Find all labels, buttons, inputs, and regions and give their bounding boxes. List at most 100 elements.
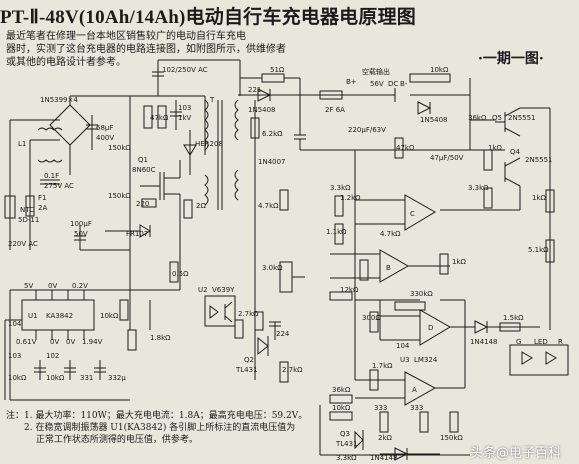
label-r10k-b: 10kΩ bbox=[8, 374, 27, 382]
label-275v: 275V AC bbox=[44, 182, 74, 190]
label-u2: U2 bbox=[198, 286, 208, 294]
label-her208: HER208 bbox=[195, 140, 223, 148]
label-1n5408a: 1N5408 bbox=[248, 106, 276, 114]
label-r12k-b: 12kΩ bbox=[340, 286, 359, 294]
label-q5: Q5 bbox=[492, 114, 502, 122]
label-r10k-top: 10kΩ bbox=[430, 66, 449, 74]
label-r11k: 1.1kΩ bbox=[326, 228, 347, 236]
label-1n5408b: 1N5408 bbox=[420, 116, 448, 124]
label-cap-102: 102/250V AC bbox=[162, 66, 208, 74]
label-r27k: 2.7kΩ bbox=[238, 310, 259, 318]
label-led-g: G bbox=[516, 338, 521, 346]
label-r33k-c: 3.3kΩ bbox=[336, 454, 357, 462]
label-c103: 103 bbox=[178, 104, 191, 112]
label-r1k-d: 1kΩ bbox=[452, 258, 467, 266]
label-r62k: 6.2kΩ bbox=[262, 130, 283, 138]
label-tl431-b: TL431 bbox=[335, 440, 358, 448]
intro-line: 或其他的电路设计者参考。 bbox=[6, 57, 126, 68]
label-dc: DC bbox=[388, 80, 398, 88]
label-r05: 0.5Ω bbox=[172, 270, 189, 278]
label-r1k-b: 1kΩ bbox=[488, 144, 503, 152]
label-2a: 2A bbox=[38, 204, 47, 212]
label-r47k-b: 47kΩ bbox=[396, 144, 415, 152]
label-5v: 5V bbox=[24, 282, 33, 290]
issue-tag: ·一期一图· bbox=[478, 51, 544, 67]
label-1n4148: 1N4148 bbox=[470, 338, 498, 346]
label-r2: 2Ω bbox=[196, 202, 206, 210]
label-no-load-output: 空载输出 bbox=[362, 67, 390, 76]
label-c332: 332μ bbox=[108, 374, 126, 382]
note-line: 2. 在稳宽调制振荡器 U1(KA3842) 各引脚上所标注的直流电压值为 bbox=[6, 423, 296, 433]
label-q3: Q3 bbox=[340, 430, 350, 438]
label-fr107: FR107 bbox=[126, 230, 148, 238]
title-main: 电动自行车充电器电原理图 bbox=[185, 6, 416, 28]
label-v639y: V639Y bbox=[212, 286, 235, 294]
label-50v: 50V bbox=[74, 230, 88, 238]
label-r33k-a: 3.3kΩ bbox=[330, 184, 351, 192]
label-061v: 0.61V bbox=[16, 338, 37, 346]
label-l1: L1 bbox=[18, 140, 26, 148]
label-68uf: 68μF bbox=[96, 124, 113, 132]
label-r220: 220 bbox=[136, 200, 149, 208]
label-1n4148-b: 1N4148 bbox=[370, 454, 398, 462]
label-ntc: NTC bbox=[20, 206, 34, 214]
label-56v: 56V bbox=[370, 80, 384, 88]
label-ntc-value: 5D-11 bbox=[18, 216, 39, 224]
label-r333a: 333 bbox=[374, 404, 387, 412]
label-opamp-c: C bbox=[410, 210, 415, 218]
label-r300: 300Ω bbox=[362, 314, 381, 322]
label-q1-type: 8N60C bbox=[132, 166, 156, 174]
label-r17k: 1.7kΩ bbox=[372, 362, 393, 370]
label-r150k-b: 150kΩ bbox=[108, 192, 131, 200]
label-0v-b: 0V bbox=[50, 338, 59, 346]
label-100uf: 100μF bbox=[70, 220, 92, 228]
label-c104-b: 104 bbox=[396, 342, 410, 350]
label-r10k-u1: 10kΩ bbox=[100, 312, 119, 320]
label-r51k: 5.1kΩ bbox=[528, 246, 549, 254]
title-model: PT-Ⅱ-48V(10Ah/14Ah) bbox=[0, 7, 186, 28]
label-r18k: 1.8kΩ bbox=[150, 334, 171, 342]
label-c103-b: 103 bbox=[8, 352, 21, 360]
watermark: 头条@电子百科 bbox=[470, 446, 562, 461]
label-opamp-a: A bbox=[412, 386, 417, 394]
label-0v-c: 0V bbox=[66, 338, 75, 346]
footnotes: 注：1. 最大功率：110W；最大充电电流：1.8A；最高充电电压：59.2V。… bbox=[6, 410, 436, 446]
label-bplus: B+ bbox=[346, 78, 357, 86]
label-1kv: 1kV bbox=[178, 114, 192, 122]
label-220uf: 220μF/63V bbox=[348, 126, 386, 134]
label-fuse-2f6a: 2F 6A bbox=[325, 106, 345, 114]
label-400v: 400V bbox=[96, 134, 114, 142]
label-q5-type: 2N5551 bbox=[508, 114, 536, 122]
label-0v: 0V bbox=[48, 282, 57, 290]
label-r333b: 333 bbox=[410, 404, 423, 412]
note-line: 注：1. 最大功率：110W；最大充电电流：1.8A；最高充电电压：59.2V。 bbox=[6, 411, 308, 421]
label-opamp-b: B bbox=[386, 264, 391, 272]
label-r1k-c: 1kΩ bbox=[532, 194, 547, 202]
label-r27k-b: 2.7kΩ bbox=[282, 366, 303, 374]
label-r12k: 1.2kΩ bbox=[340, 194, 361, 202]
label-transformer: T bbox=[209, 96, 215, 104]
label-q2: Q2 bbox=[244, 356, 254, 364]
label-u1: U1 bbox=[28, 312, 38, 320]
label-r33k-b: 3.3kΩ bbox=[468, 184, 489, 192]
label-r47k: 47kΩ bbox=[150, 114, 169, 122]
label-c102-b: 102 bbox=[46, 352, 59, 360]
intro-text: 最近笔者在修理一台本地区销售较广的电动自行车充电 器时，实测了这台充电器的电路连… bbox=[6, 30, 314, 69]
label-r330k: 330kΩ bbox=[410, 290, 433, 298]
label-221: 221 bbox=[248, 86, 261, 94]
note-line: 正常工作状态所测得的电压值，供参考。 bbox=[6, 435, 198, 445]
label-220vac: 220V AC bbox=[8, 240, 38, 248]
component-labels: 102/250V AC T 51Ω 221 1N5408 B+ 2F 6A 空载… bbox=[8, 66, 563, 462]
label-r150k-c: 150kΩ bbox=[440, 434, 463, 442]
label-r30k: 3.0kΩ bbox=[262, 264, 283, 272]
label-r51: 51Ω bbox=[270, 66, 285, 74]
label-q4: Q4 bbox=[510, 148, 521, 156]
label-r150k: 150kΩ bbox=[108, 144, 131, 152]
label-c01f: 0.1F bbox=[44, 172, 59, 180]
label-r47k-c: 4.7kΩ bbox=[258, 202, 279, 210]
label-q1: Q1 bbox=[138, 156, 148, 164]
label-opamp-d: D bbox=[428, 324, 433, 332]
label-c224: 224 bbox=[276, 330, 290, 338]
label-r2k: 2kΩ bbox=[378, 434, 393, 442]
